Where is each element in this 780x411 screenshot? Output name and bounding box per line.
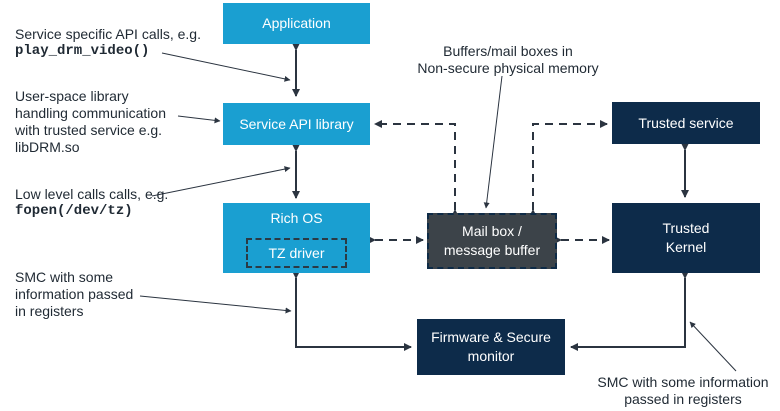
note-smc-left-line3: in registers (15, 303, 84, 319)
application-box: Application (223, 3, 370, 44)
mailbox-label-line2: message buffer (443, 242, 541, 258)
note-low-level-calls-code: fopen(/dev/tz) (15, 203, 133, 219)
tz-driver-box: TZ driver (246, 238, 347, 268)
tz-driver-label: TZ driver (268, 245, 325, 261)
trusted-service-label: Trusted service (638, 114, 734, 131)
note-service-api-calls-code: play_drm_video() (15, 43, 150, 59)
rich-os-label: Rich OS (270, 210, 323, 226)
note-smc-left-line1: SMC with some (15, 269, 114, 285)
firmware-secure-monitor-box: Firmware & Secure monitor (417, 319, 565, 375)
note-low-level-calls: Low level calls calls, e.g. fopen(/dev/t… (15, 186, 168, 220)
pointer-service-api-calls (161, 52, 291, 82)
note-buffers: Buffers/mail boxes in Non-secure physica… (408, 43, 608, 77)
dashed-service-api-to-mailbox (374, 120, 459, 217)
mailbox-box: Mail box / message buffer (427, 213, 557, 269)
mailbox-label-line1: Mail box / (462, 223, 522, 239)
application-label: Application (262, 15, 331, 31)
trusted-kernel-label-line2: Kernel (665, 239, 707, 255)
firmware-label-line2: monitor (467, 348, 515, 364)
note-smc-right-line2: passed in registers (624, 391, 742, 407)
note-buffers-line2: Non-secure physical memory (417, 60, 599, 76)
note-smc-right: SMC with some information passed in regi… (588, 374, 778, 408)
dashed-mailbox-to-trusted-service (529, 120, 608, 217)
arrow-trusted-kernel-to-firmware (570, 271, 689, 351)
arrow-rich-os-to-firmware (292, 271, 412, 351)
trusted-kernel-label-line1: Trusted (662, 220, 710, 236)
trusted-kernel-box: Trusted Kernel (612, 203, 760, 273)
note-low-level-calls-text: Low level calls calls, e.g. (15, 186, 169, 202)
pointer-buffers (483, 75, 503, 209)
note-smc-left-line2: information passed (15, 286, 134, 302)
note-service-api-calls: Service specific API calls, e.g. play_dr… (15, 26, 201, 60)
note-buffers-line1: Buffers/mail boxes in (443, 43, 573, 59)
pointer-smc-right (689, 321, 737, 372)
trusted-service-box: Trusted service (612, 102, 760, 144)
note-user-space-library: User-space library handling communicatio… (15, 88, 166, 156)
note-smc-left: SMC with some information passed in regi… (15, 269, 133, 320)
note-user-space-library-line2: handling communication (15, 105, 166, 121)
note-service-api-calls-text: Service specific API calls, e.g. (15, 26, 201, 42)
pointer-smc-left (139, 295, 292, 314)
service-api-library-box: Service API library (223, 103, 370, 145)
service-api-library-label: Service API library (239, 115, 354, 132)
note-user-space-library-line4: libDRM.so (15, 139, 80, 155)
pointer-low-level-calls (151, 166, 291, 197)
firmware-label-line1: Firmware & Secure (431, 329, 551, 345)
note-smc-right-line1: SMC with some information (597, 374, 769, 390)
note-user-space-library-line1: User-space library (15, 88, 129, 104)
pointer-user-space-library (177, 115, 221, 124)
note-user-space-library-line3: with trusted service e.g. (15, 122, 163, 138)
